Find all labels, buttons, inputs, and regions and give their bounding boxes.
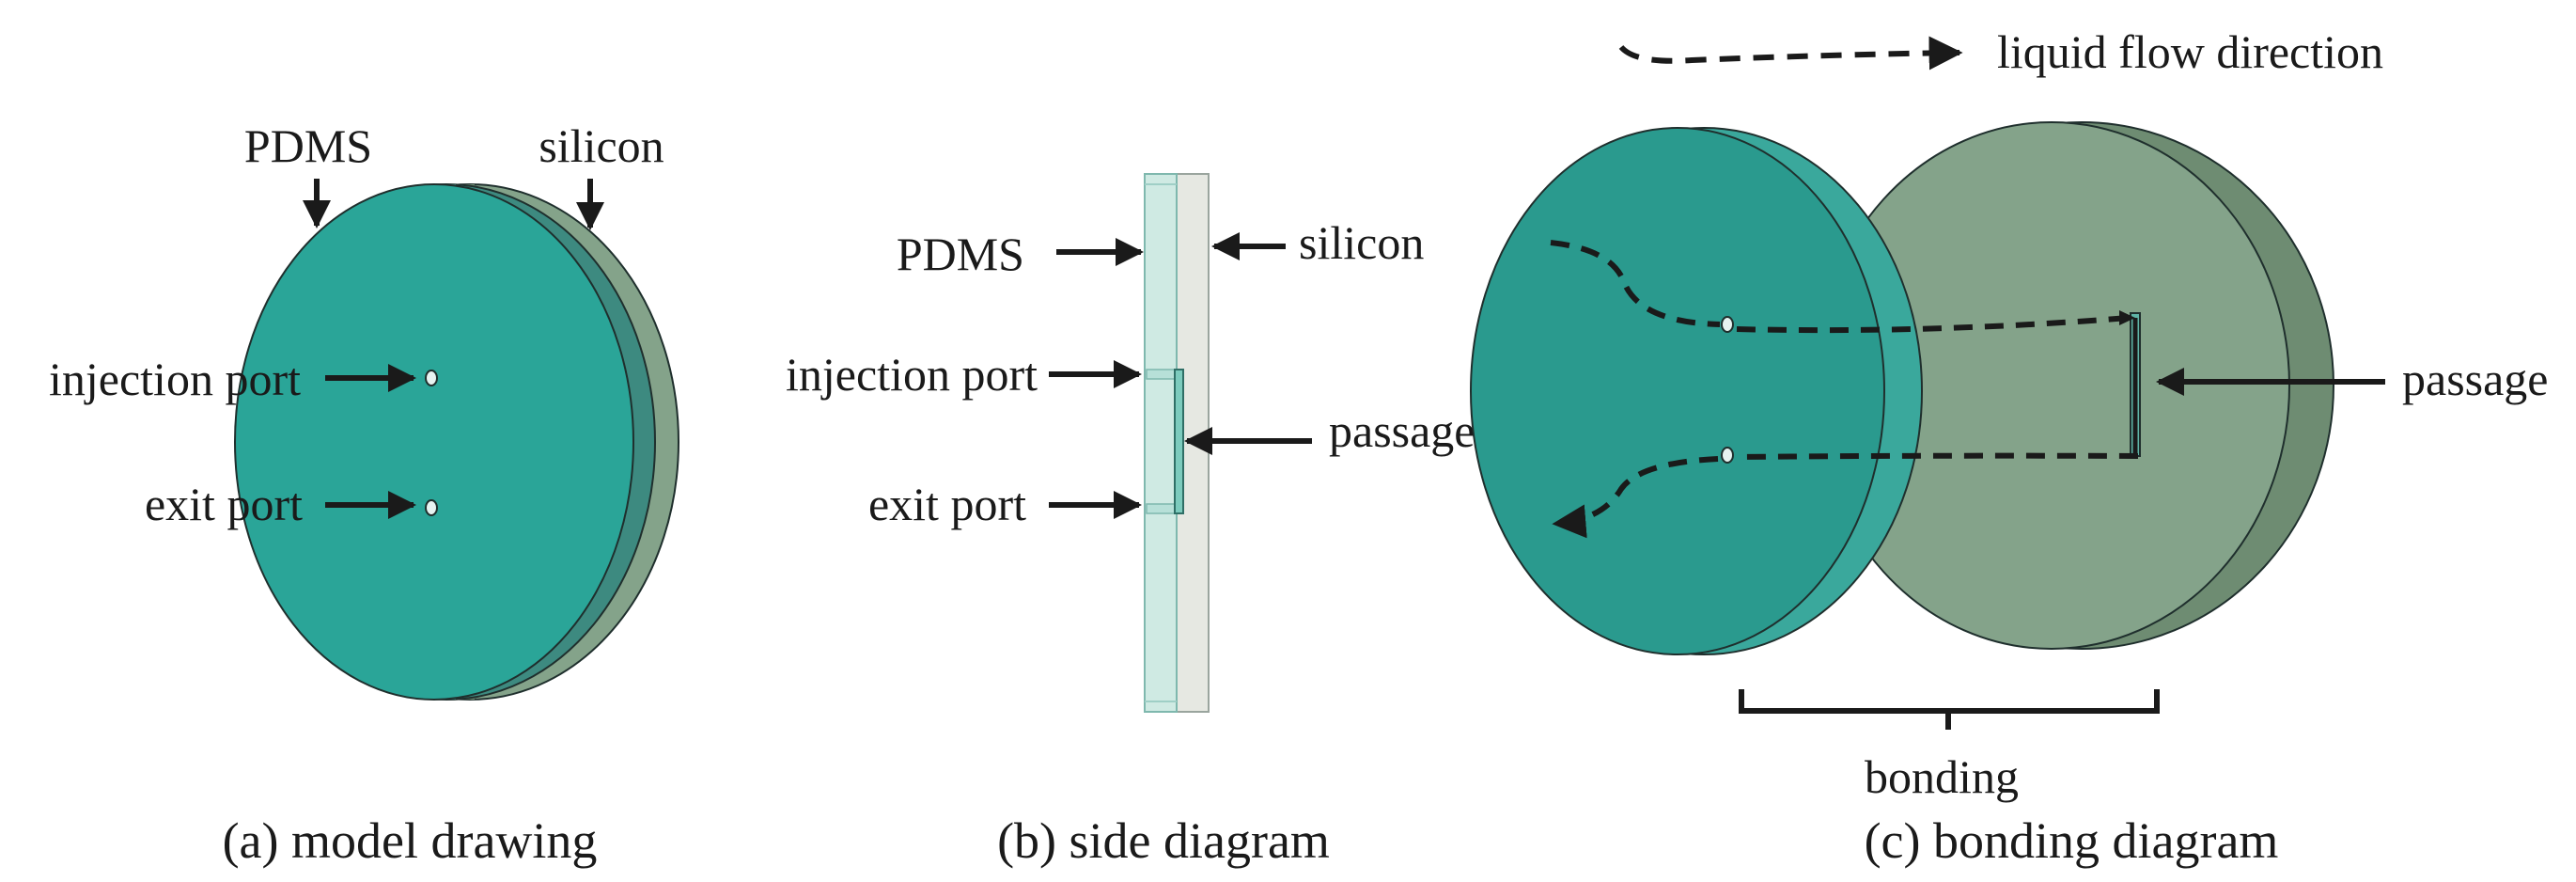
passage-channel bbox=[1174, 369, 1184, 514]
pdms-disc bbox=[234, 183, 656, 701]
label-exit-port: exit port bbox=[145, 478, 303, 530]
silicon-disc-bonding bbox=[1813, 121, 2334, 650]
flow-inlet bbox=[1550, 240, 1721, 327]
panel-model-drawing: PDMS silicon injection port exit port (a… bbox=[49, 119, 679, 869]
label-silicon: silicon bbox=[539, 119, 664, 172]
label-pdms: PDMS bbox=[244, 119, 372, 172]
flow-return bbox=[1736, 452, 2139, 460]
caption-side-diagram: (b) side diagram bbox=[997, 812, 1330, 869]
label-passage-bonding: passage bbox=[2402, 353, 2549, 405]
caption-bonding-diagram: (c) bonding diagram bbox=[1865, 812, 2279, 869]
exit-port-hole-bonding bbox=[1721, 447, 1734, 464]
label-pdms-side: PDMS bbox=[897, 228, 1024, 280]
label-bonding: bonding bbox=[1865, 750, 2019, 803]
flow-across bbox=[1736, 315, 2130, 334]
bonding-bracket bbox=[1739, 689, 2160, 730]
panel-bonding-diagram: liquid flow direction passage bbox=[1470, 25, 2549, 869]
legend-label: liquid flow direction bbox=[1997, 25, 2383, 78]
panel-side-diagram: PDMS silicon injection port exit port pa… bbox=[786, 173, 1475, 869]
exit-port-hole bbox=[425, 499, 438, 516]
flow-path bbox=[1550, 240, 2139, 539]
label-passage-side: passage bbox=[1329, 404, 1475, 457]
injection-port-channel bbox=[1146, 369, 1176, 380]
label-injection-port: injection port bbox=[49, 353, 301, 405]
legend-dashed-arrow bbox=[1618, 36, 1963, 71]
pdms-layer bbox=[1144, 173, 1178, 713]
label-injection-port-side: injection port bbox=[786, 348, 1038, 401]
label-silicon-side: silicon bbox=[1299, 216, 1424, 269]
flow-arrowhead-in bbox=[2119, 310, 2135, 325]
injection-port-hole bbox=[425, 370, 438, 386]
caption-model-drawing: (a) model drawing bbox=[223, 812, 598, 869]
flow-outlet bbox=[1552, 456, 1719, 539]
injection-port-hole-bonding bbox=[1721, 316, 1734, 333]
label-exit-port-side: exit port bbox=[868, 478, 1026, 530]
legend: liquid flow direction bbox=[1618, 25, 2383, 78]
exit-port-channel bbox=[1146, 503, 1176, 514]
pdms-disc-bonding bbox=[1470, 127, 1923, 655]
